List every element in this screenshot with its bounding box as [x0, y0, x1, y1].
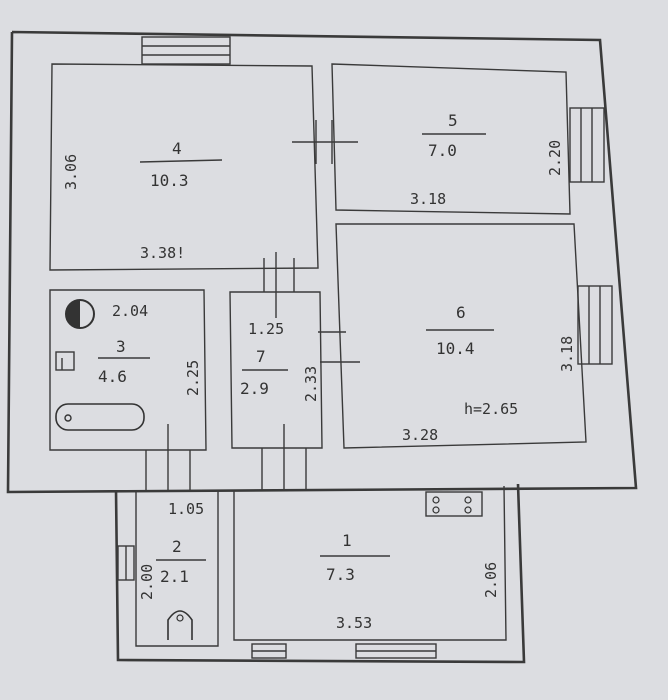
room-5-height: 2.20	[546, 140, 564, 176]
window-top	[141, 36, 231, 65]
bathtub-icon	[55, 403, 145, 431]
room-1-number: 1	[342, 531, 352, 550]
room-2-number: 2	[172, 537, 182, 556]
room-1: 1 7.3 3.53 2.06	[320, 491, 500, 632]
room-5-area: 7.0	[428, 141, 457, 160]
room-7-height: 2.33	[302, 366, 320, 402]
room-4-area: 10.3	[150, 171, 189, 190]
room-4-height: 3.06	[62, 154, 80, 190]
room-6-ceiling: h=2.65	[464, 400, 518, 418]
room-5-number: 5	[448, 111, 458, 130]
room-6-area: 10.4	[436, 339, 475, 358]
room-4-number: 4	[172, 139, 182, 158]
room-4-width: 3.38!	[140, 244, 185, 262]
room-2-area: 2.1	[160, 567, 189, 586]
window-bottom-right	[355, 643, 437, 659]
room-1-width: 3.53	[336, 614, 372, 632]
room-5: 5 7.0 3.18 2.20	[331, 63, 571, 215]
window-left-small	[117, 545, 135, 581]
room-2-height: 2.00	[138, 564, 156, 600]
room-5-width: 3.18	[410, 190, 446, 208]
room-2-width: 1.05	[168, 500, 204, 518]
room-3: 3 4.6 2.04 2.25	[49, 289, 207, 490]
room-4: 4 10.3 3.38! 3.06	[49, 63, 358, 271]
room-7: 7 2.9 1.25 2.33	[229, 252, 323, 490]
outer-walls	[6, 30, 638, 664]
toilet-icon	[167, 610, 193, 640]
room-3-height: 2.25	[184, 360, 202, 396]
room-6-height: 3.18	[558, 336, 576, 372]
room-6-width: 3.28	[402, 426, 438, 444]
room-1-area: 7.3	[326, 565, 355, 584]
room-3-width: 2.04	[112, 302, 148, 320]
room-2: 2 2.1 1.05 2.00	[138, 500, 206, 640]
boiler-icon	[65, 299, 95, 329]
sink-icon	[55, 351, 75, 371]
room-1-height: 2.06	[482, 562, 500, 598]
room-7-width: 1.25	[248, 320, 284, 338]
room-7-number: 7	[256, 347, 266, 366]
stove-icon	[425, 491, 483, 517]
window-bottom-left	[251, 643, 287, 659]
room-3-number: 3	[116, 337, 126, 356]
room-7-area: 2.9	[240, 379, 269, 398]
room-6: 6 10.4 h=2.65 3.28 3.18	[318, 223, 587, 449]
window-right-upper	[569, 107, 605, 183]
room-6-number: 6	[456, 303, 466, 322]
window-right-lower	[577, 285, 613, 365]
room-3-area: 4.6	[98, 367, 127, 386]
